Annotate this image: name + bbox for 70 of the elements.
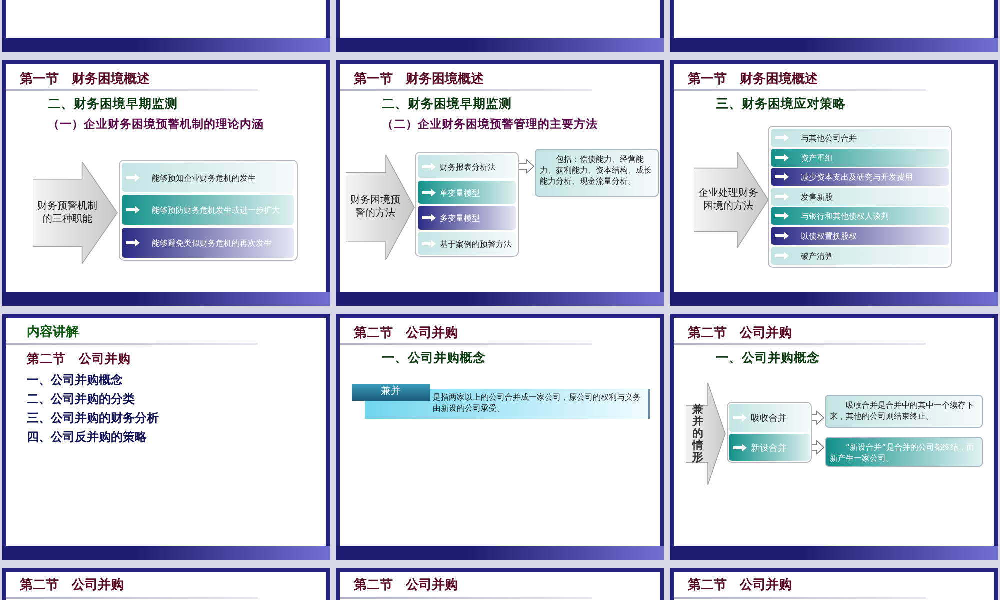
section-heading: 二、财务困境早期监测 — [48, 96, 178, 113]
item-text: 以债权置换股权 — [801, 231, 857, 242]
subsection-heading: （一）企业财务困境预警机制的理论内涵 — [48, 117, 264, 132]
subsection-heading: （二）企业财务困境预警管理的主要方法 — [382, 117, 598, 132]
item-text: 减少资本支出及研究与开发费用 — [801, 172, 913, 184]
block-arrow — [346, 155, 415, 260]
arrow-label: 兼并的情形 — [691, 404, 704, 464]
slide-title: 第二节 公司并购 — [354, 576, 458, 594]
list-bar — [729, 434, 810, 461]
block-arrow — [686, 383, 726, 485]
item-text: 基于案例的预警方法 — [440, 238, 512, 250]
hollow-arrow — [516, 159, 535, 174]
item-text: 单变量模型 — [440, 188, 480, 198]
list-bar — [771, 168, 949, 186]
list-panel — [415, 152, 519, 257]
slide-title: 内容讲解 — [27, 324, 79, 341]
list-bar — [418, 232, 516, 255]
item-text: 与银行和其他债权人谈判 — [801, 211, 889, 222]
section-heading: 第二节 公司并购 — [27, 351, 131, 368]
block-arrow — [33, 162, 118, 264]
item-text: 吸收合并 — [751, 412, 787, 425]
section-heading: 二、财务困境早期监测 — [382, 96, 512, 113]
list-bar — [418, 181, 516, 204]
slide-title: 第一节 财务困境概述 — [20, 70, 150, 88]
item-text: 能够预知企业财务危机的发生 — [152, 172, 256, 184]
item-text: 多变量模型 — [440, 213, 480, 224]
item-text: 能够避免类似财务危机的再次发生 — [152, 238, 272, 249]
list-panel — [727, 402, 812, 463]
outline-item: 三、公司并购的财务分析 — [27, 410, 159, 427]
list-bar — [122, 228, 294, 258]
item-text: 资产重组 — [801, 152, 833, 164]
list-bar — [122, 195, 294, 225]
slide-title: 第二节 公司并购 — [20, 576, 124, 594]
text-box: 吸收合并是合并中的其中一个续存下来，其他的公司则结束终止。 — [825, 395, 983, 428]
list-bar — [771, 227, 949, 245]
slide-title: 第一节 财务困境概述 — [354, 70, 484, 88]
list-bar — [418, 206, 516, 230]
list-panel — [119, 160, 298, 261]
list-bar — [122, 163, 294, 192]
outline-item: 一、公司并购概念 — [27, 372, 123, 389]
slide-title: 第二节 公司并购 — [354, 324, 458, 342]
section-heading: 三、财务困境应对策略 — [716, 96, 846, 113]
item-text: 破产清算 — [801, 250, 833, 262]
item-text: 新设合并 — [751, 442, 787, 454]
outline-item: 二、公司并购的分类 — [27, 391, 135, 408]
list-bar — [418, 155, 516, 178]
list-bar — [771, 207, 949, 226]
arrow-label: 财务预警机制的三种职能 — [36, 200, 98, 226]
outline-item: 四、公司反并购的策略 — [27, 429, 147, 446]
text-box: 包括：偿债能力、经营能力、获利能力、资本结构、成长能力分析、现金流量分析。 — [535, 149, 659, 197]
arrow-label: 企业处理财务困境的方法 — [698, 186, 760, 213]
slide-title: 第二节 公司并购 — [688, 576, 792, 594]
slide-title: 第一节 财务困境概述 — [688, 70, 818, 88]
section-heading: 一、公司并购概念 — [716, 350, 820, 367]
item-text: 财务报表分析法 — [440, 162, 496, 172]
list-bar — [771, 246, 949, 265]
list-bar — [729, 404, 810, 432]
list-bar — [771, 188, 949, 206]
item-text: 与其他公司合并 — [801, 133, 857, 144]
hollow-arrow — [810, 410, 825, 426]
block-arrow — [694, 152, 769, 248]
list-bar — [771, 129, 949, 147]
title-tab: 兼并 — [352, 384, 430, 401]
arrow-label: 财务困境预警的方法 — [350, 194, 402, 220]
section-heading: 一、公司并购概念 — [382, 350, 486, 367]
slide-title: 第二节 公司并购 — [688, 324, 792, 342]
item-text: 发售新股 — [801, 192, 833, 203]
list-bar — [771, 148, 949, 167]
list-panel — [768, 126, 952, 268]
hollow-arrow — [810, 440, 825, 455]
